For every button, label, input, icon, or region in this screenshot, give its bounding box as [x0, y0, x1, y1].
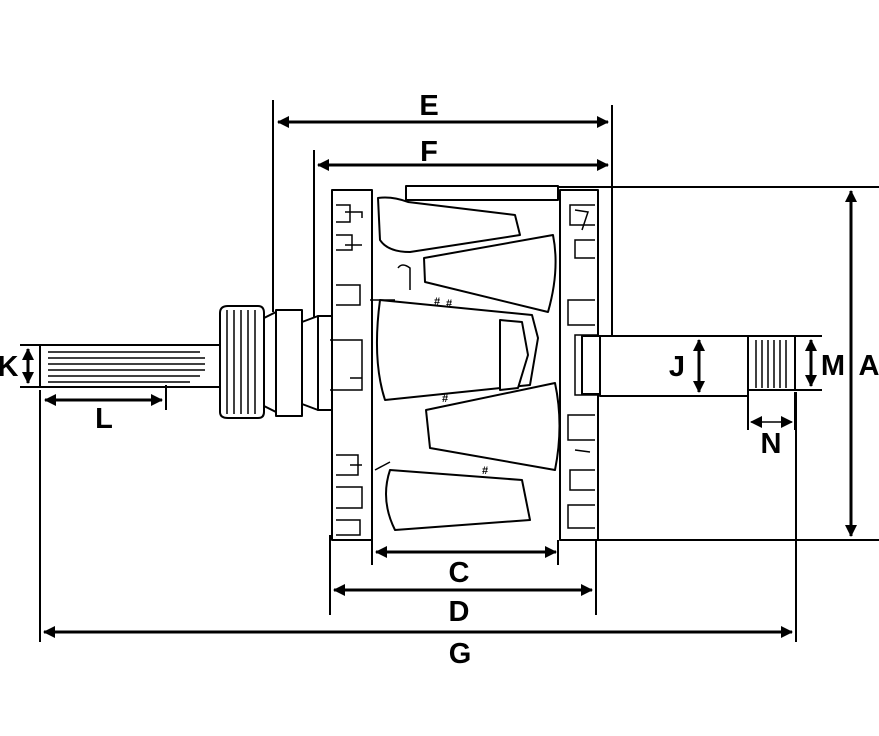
label-d: D: [449, 596, 470, 628]
left-shaft: [39, 344, 223, 388]
pole-mark-1: #: [434, 296, 440, 308]
right-shaft: [581, 335, 796, 397]
pole-mark-4: #: [482, 465, 488, 477]
slip-rings: [219, 305, 319, 419]
dimension-arrows: [22, 116, 857, 638]
label-g: G: [449, 638, 472, 670]
label-a: A: [859, 350, 879, 382]
label-c: C: [449, 557, 470, 589]
extension-lines: [20, 100, 879, 642]
pole-mark-3: #: [442, 393, 448, 405]
label-m: M: [821, 350, 845, 382]
label-f: F: [420, 136, 438, 168]
label-k: K: [0, 351, 19, 383]
claw-pole-body: [317, 189, 599, 541]
label-l: L: [95, 403, 113, 435]
label-n: N: [761, 428, 782, 460]
dimension-labels: E F A C D G L K J M N: [0, 90, 879, 670]
rotor-assembly: # # # #: [39, 185, 796, 541]
label-e: E: [419, 90, 438, 122]
pole-mark-2: #: [446, 298, 452, 310]
claw-pole-fingers: # # # #: [370, 185, 561, 531]
label-j: J: [669, 351, 685, 383]
